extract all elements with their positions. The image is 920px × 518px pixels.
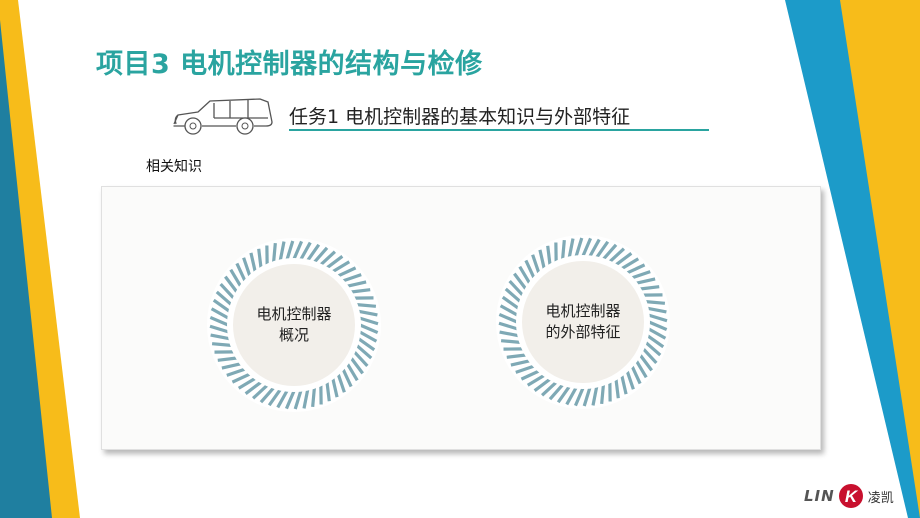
topic-label-line1: 电机控制器 <box>545 302 621 320</box>
company-logo: LIN K 凌凯 <box>804 483 894 509</box>
logo-k-mark-icon: K <box>838 484 863 508</box>
vintage-car-icon <box>173 98 273 135</box>
topic-circle-overview[interactable]: 电机控制器 概况 <box>205 236 383 414</box>
topic-label: 电机控制器 概况 <box>205 236 383 414</box>
topic-label: 电机控制器 的外部特征 <box>494 233 672 411</box>
logo-letter: K <box>845 487 859 506</box>
topic-circle-external-features[interactable]: 电机控制器 的外部特征 <box>494 233 672 411</box>
content-panel: 电机控制器 概况 电机控制器 的外部特征 <box>101 186 821 450</box>
page-title: 项目3 电机控制器的结构与检修 <box>96 49 483 80</box>
topic-label-line1: 电机控制器 <box>256 305 332 323</box>
subtitle-underline <box>289 129 709 131</box>
subtitle: 任务1 电机控制器的基本知识与外部特征 <box>289 106 631 128</box>
badge-ring <box>207 238 381 412</box>
right-yellow-stripe <box>840 0 920 518</box>
left-blue-stripe <box>0 20 52 518</box>
logo-latin-text: LIN <box>804 487 835 505</box>
topic-label-line2: 的外部特征 <box>545 323 621 341</box>
logo-chinese-text: 凌凯 <box>867 490 894 506</box>
badge-ring <box>496 235 670 409</box>
topic-label-line2: 概况 <box>278 326 309 344</box>
section-label: 相关知识 <box>146 159 202 175</box>
subtitle-block: 任务1 电机控制器的基本知识与外部特征 <box>168 96 713 136</box>
